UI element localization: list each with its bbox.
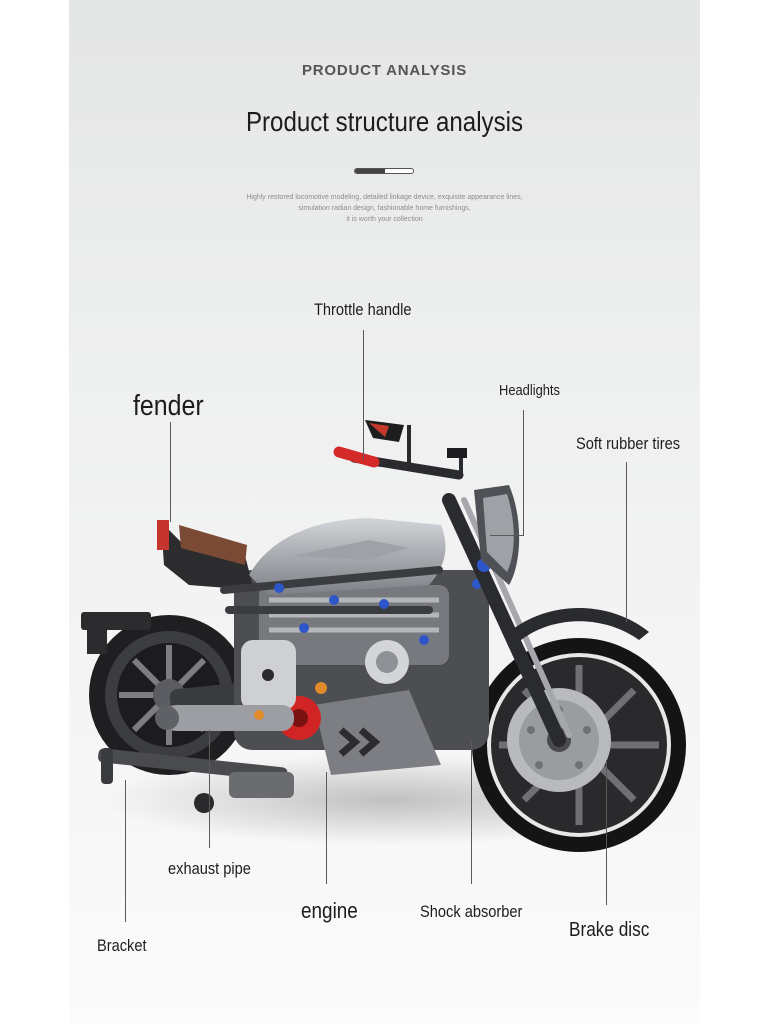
- leader-line-bracket: [125, 780, 126, 922]
- leader-line-engine: [326, 772, 327, 884]
- label-shock-absorber: Shock absorber: [420, 902, 523, 921]
- page-title: Product structure analysis: [245, 106, 524, 137]
- label-soft-rubber-tires: Soft rubber tires: [576, 434, 681, 453]
- label-headlights: Headlights: [499, 382, 560, 399]
- description-line-3: it is worth your collection: [346, 216, 423, 223]
- label-exhaust-pipe: exhaust pipe: [168, 859, 251, 878]
- leader-line-headlights-tick: [490, 535, 523, 536]
- label-engine: engine: [301, 898, 358, 923]
- label-fender: fender: [133, 390, 204, 422]
- product-panel: PRODUCT ANALYSIS Product structure analy…: [69, 0, 700, 1024]
- title-divider: [354, 168, 414, 174]
- section-kicker: PRODUCT ANALYSIS: [301, 62, 468, 79]
- leader-line-tires: [626, 462, 627, 622]
- label-brake-disc: Brake disc: [569, 919, 650, 941]
- leader-line-exhaust: [209, 730, 210, 848]
- description-line-2: simulation radian design, fashionable ho…: [298, 205, 471, 212]
- leader-line-throttle: [363, 330, 364, 460]
- engine-block: [234, 570, 489, 775]
- motorcycle-model-image: [81, 420, 686, 852]
- leader-line-shock: [471, 740, 472, 884]
- leader-line-brake: [606, 760, 607, 905]
- seat-and-fender: [157, 520, 254, 590]
- description-line-1: Highly restored locomotive modeling, det…: [246, 194, 523, 201]
- label-throttle-handle: Throttle handle: [314, 300, 412, 319]
- label-bracket: Bracket: [97, 936, 147, 955]
- leader-line-headlights: [523, 410, 524, 536]
- handlebar: [333, 420, 467, 480]
- leader-line-fender: [170, 422, 171, 522]
- front-wheel: [472, 638, 686, 852]
